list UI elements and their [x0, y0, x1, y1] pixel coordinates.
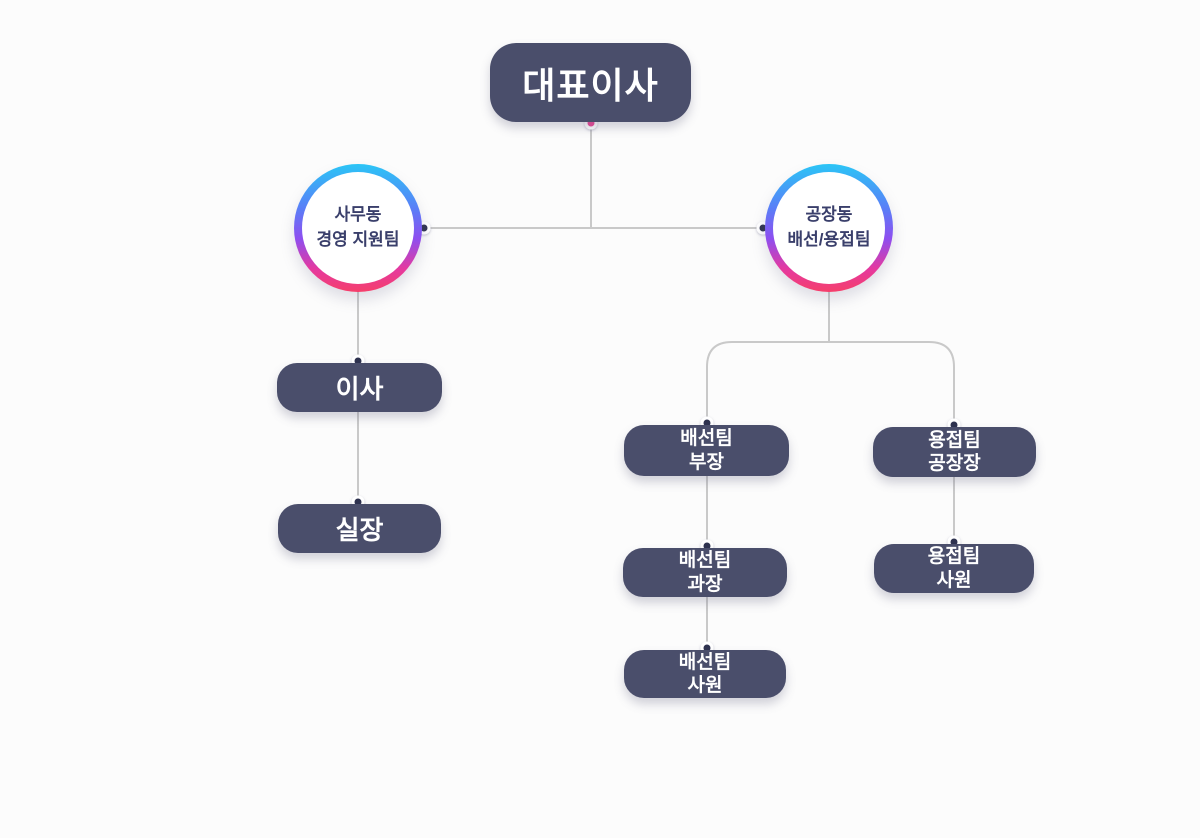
node-factory-circle: 공장동 배선/용접팀	[765, 164, 893, 292]
node-wiring-staff: 배선팀 사원	[624, 650, 786, 698]
office-circle-line1: 사무동	[334, 205, 382, 225]
node-office-circle: 사무동 경영 지원팀	[294, 164, 422, 292]
connector-factory-branch	[706, 341, 955, 427]
node-ceo-label: 대표이사	[522, 64, 659, 106]
welding-head-line2: 공장장	[928, 453, 981, 474]
office-director-label: 이사	[335, 374, 384, 404]
wiring-staff-line1: 배선팀	[678, 651, 732, 673]
factory-circle-inner: 공장동 배선/용접팀	[773, 172, 885, 284]
wiring-head-line2: 부장	[689, 451, 724, 473]
office-chief-label: 실장	[335, 515, 384, 545]
office-circle-inner: 사무동 경영 지원팀	[302, 172, 414, 284]
node-office-chief: 실장	[278, 504, 441, 553]
factory-circle-line2: 배선/용접팀	[787, 230, 871, 249]
node-office-director: 이사	[277, 363, 442, 412]
welding-head-line1: 용접팀	[928, 429, 981, 451]
wiring-head-line1: 배선팀	[680, 428, 733, 450]
wiring-manager-line1: 배선팀	[678, 550, 732, 572]
welding-staff-line1: 용접팀	[927, 546, 981, 568]
node-wiring-head: 배선팀 부장	[624, 425, 789, 476]
node-welding-staff: 용접팀 사원	[874, 544, 1034, 593]
node-welding-head: 용접팀 공장장	[873, 427, 1036, 477]
wiring-manager-line2: 과장	[687, 573, 723, 595]
office-circle-line2: 경영 지원팀	[316, 230, 400, 249]
node-ceo: 대표이사	[490, 43, 691, 122]
node-wiring-manager: 배선팀 과장	[623, 548, 787, 597]
wiring-staff-line2: 사원	[687, 675, 723, 696]
welding-staff-line2: 사원	[936, 569, 972, 591]
factory-circle-line1: 공장동	[805, 205, 853, 225]
